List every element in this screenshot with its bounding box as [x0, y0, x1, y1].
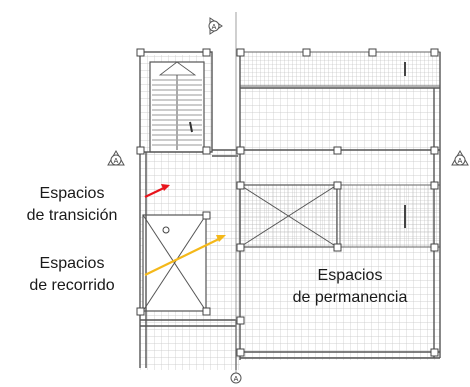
- label-transicion-line2: de transición: [26, 207, 118, 224]
- svg-text:A: A: [114, 158, 119, 165]
- section-marker-left: A: [107, 149, 125, 166]
- label-recorrido-line1: Espacios: [39, 255, 105, 272]
- svg-text:A: A: [212, 24, 217, 31]
- label-permanencia-line1: Espacios: [317, 267, 383, 284]
- hatched-block-right: [339, 184, 441, 248]
- balcony-top: [239, 51, 441, 87]
- column-5: [430, 48, 439, 57]
- arrow-transicion: [144, 184, 170, 198]
- label-espacios-permanencia: Espacios de permanencia: [265, 265, 435, 309]
- column-15: [236, 243, 245, 252]
- elevator-void: [142, 214, 207, 312]
- svg-text:A: A: [234, 376, 239, 383]
- column-8: [236, 146, 245, 155]
- column-12: [333, 181, 342, 190]
- column-4: [368, 48, 377, 57]
- column-14: [202, 211, 211, 220]
- label-transicion-line1: Espacios: [39, 185, 105, 202]
- column-7: [202, 146, 211, 155]
- structural-columns: [136, 48, 439, 357]
- staircase: [149, 61, 205, 153]
- column-10: [430, 146, 439, 155]
- column-20: [236, 316, 245, 325]
- column-2: [236, 48, 245, 57]
- section-marker-top: A: [208, 17, 223, 35]
- column-6: [136, 146, 145, 155]
- label-espacios-transicion: Espacios de transición: [2, 183, 142, 227]
- central-void: [239, 184, 338, 248]
- svg-text:A: A: [458, 158, 463, 165]
- column-16: [333, 243, 342, 252]
- label-permanencia-line2: de permanencia: [292, 289, 408, 306]
- label-espacios-recorrido: Espacios de recorrido: [2, 253, 142, 297]
- column-18: [136, 307, 145, 316]
- label-recorrido-line2: de recorrido: [29, 277, 115, 294]
- column-22: [236, 348, 245, 357]
- section-marker-bottom: A: [230, 372, 242, 384]
- column-21: [430, 348, 439, 357]
- arrow-recorrido: [144, 235, 226, 276]
- column-9: [333, 146, 342, 155]
- column-1: [202, 48, 211, 57]
- column-3: [302, 48, 311, 57]
- column-11: [236, 181, 245, 190]
- section-marker-right: A: [451, 149, 469, 166]
- column-19: [202, 307, 211, 316]
- column-13: [430, 181, 439, 190]
- column-17: [430, 243, 439, 252]
- column-0: [136, 48, 145, 57]
